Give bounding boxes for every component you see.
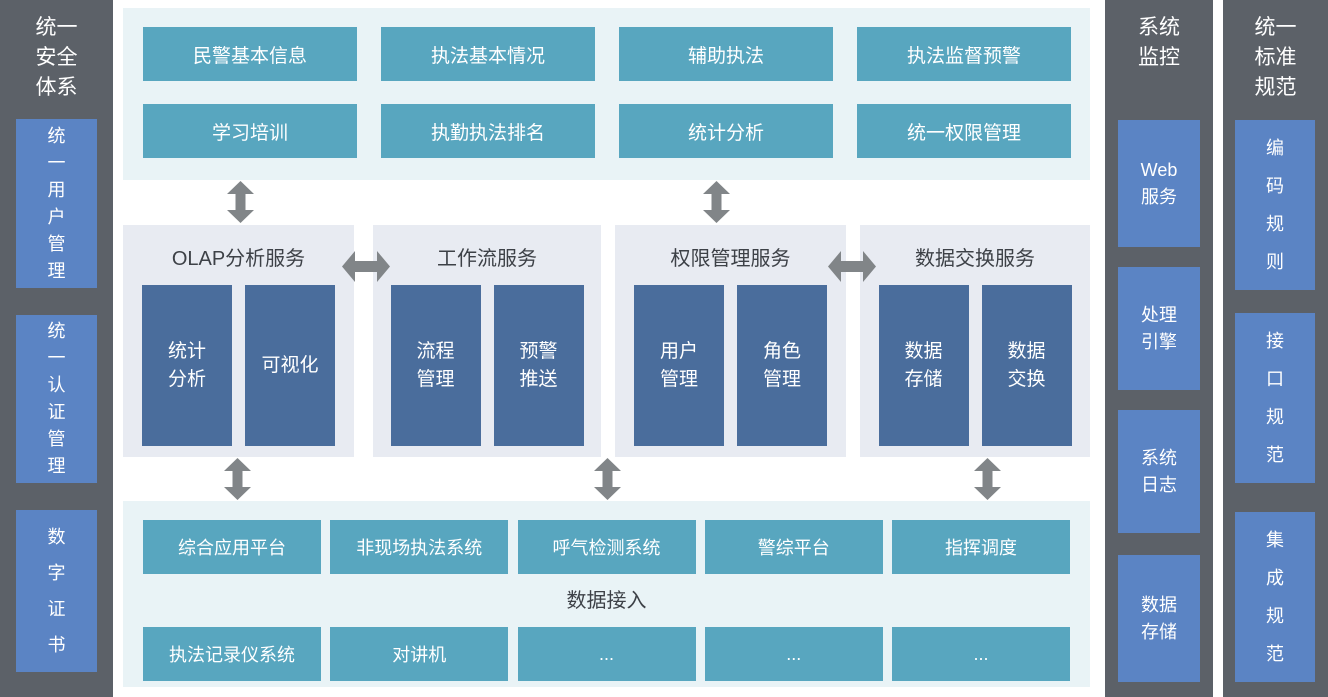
standard-column-title: 统一 标准 规范 (1254, 16, 1297, 99)
service-box: 数据 存储 (878, 285, 969, 446)
service-box: 数据 交换 (981, 285, 1072, 446)
standard-item-interface-spec: 接 口 规 范 (1235, 313, 1315, 483)
access-source-box: 综合应用平台 (143, 520, 321, 574)
data-exchange-service-panel: 数据交换服务 数据 存储 数据 交换 (860, 225, 1090, 457)
access-device-box: 执法记录仪系统 (143, 627, 321, 681)
app-module-box: 执法监督预警 (857, 27, 1071, 81)
access-source-row: 综合应用平台 非现场执法系统 呼气检测系统 警综平台 指挥调度 (123, 520, 1090, 574)
application-layer-panel: 民警基本信息 执法基本情况 辅助执法 执法监督预警 学习培训 执勤执法排名 统计… (123, 8, 1090, 180)
access-source-box: 警综平台 (704, 520, 883, 574)
vertical-double-arrow-icon (224, 458, 251, 500)
service-box: 可视化 (245, 285, 335, 446)
service-box-group: 流程 管理 预警 推送 (373, 285, 601, 446)
app-module-box: 执勤执法排名 (381, 104, 595, 158)
vertical-double-arrow-icon (594, 458, 621, 500)
access-device-box: ... (892, 627, 1070, 681)
service-panel-title: OLAP分析服务 (171, 248, 306, 270)
service-box: 用户 管理 (634, 285, 724, 446)
app-module-box: 民警基本信息 (143, 27, 357, 81)
service-box: 预警 推送 (493, 285, 584, 446)
data-access-label: 数据接入 (566, 590, 647, 612)
vertical-double-arrow-icon (974, 458, 1001, 500)
system-monitor-column: 系统 监控 Web 服务 处理 引擎 系统 日志 数据 存储 (1105, 0, 1213, 697)
standard-column: 统一 标准 规范 编 码 规 则 接 口 规 范 集 成 规 范 (1223, 0, 1328, 697)
vertical-double-arrow-icon (227, 181, 254, 223)
service-box-group: 统计 分析 可视化 (123, 285, 354, 446)
app-module-box: 执法基本情况 (381, 27, 595, 81)
access-device-row: 执法记录仪系统 对讲机 ... ... ... (123, 627, 1090, 681)
security-column-title: 统一 安全 体系 (35, 16, 78, 99)
access-source-box: 非现场执法系统 (330, 520, 509, 574)
access-device-box: ... (704, 627, 883, 681)
standard-item-coding-rules: 编 码 规 则 (1235, 120, 1315, 290)
monitor-item-processing-engine: 处理 引擎 (1118, 267, 1200, 390)
security-item-auth-management: 统 一 认 证 管 理 (16, 315, 97, 483)
permission-service-panel: 权限管理服务 用户 管理 角色 管理 (615, 225, 846, 457)
system-monitor-title: 系统 监控 (1138, 16, 1180, 69)
security-item-digital-cert: 数 字 证 书 (16, 510, 97, 672)
monitor-item-web-service: Web 服务 (1118, 120, 1200, 247)
access-device-box: 对讲机 (330, 627, 509, 681)
service-box: 角色 管理 (737, 285, 827, 446)
horizontal-double-arrow-icon (828, 251, 876, 282)
vertical-double-arrow-icon (703, 181, 730, 223)
monitor-item-system-log: 系统 日志 (1118, 410, 1200, 533)
security-column: 统一 安全 体系 统 一 用 户 管 理 统 一 认 证 管 理 数 字 证 书 (0, 0, 113, 697)
app-module-box: 统一权限管理 (857, 104, 1071, 158)
workflow-service-panel: 工作流服务 流程 管理 预警 推送 (373, 225, 601, 457)
service-box-group: 用户 管理 角色 管理 (615, 285, 846, 446)
access-device-box: ... (517, 627, 696, 681)
service-panel-title: 工作流服务 (437, 248, 537, 270)
service-panel-title: 权限管理服务 (670, 248, 791, 270)
service-box-group: 数据 存储 数据 交换 (860, 285, 1090, 446)
monitor-item-data-storage: 数据 存储 (1118, 555, 1200, 682)
service-box: 流程 管理 (390, 285, 481, 446)
olap-service-panel: OLAP分析服务 统计 分析 可视化 (123, 225, 354, 457)
app-module-box: 辅助执法 (619, 27, 833, 81)
app-module-box: 统计分析 (619, 104, 833, 158)
access-source-box: 呼气检测系统 (517, 520, 696, 574)
data-access-panel: 综合应用平台 非现场执法系统 呼气检测系统 警综平台 指挥调度 数据接入 执法记… (123, 501, 1090, 687)
standard-item-integration-spec: 集 成 规 范 (1235, 512, 1315, 682)
service-panel-title: 数据交换服务 (915, 248, 1035, 270)
horizontal-double-arrow-icon (342, 251, 390, 282)
app-module-box: 学习培训 (143, 104, 357, 158)
security-item-user-management: 统 一 用 户 管 理 (16, 119, 97, 288)
access-source-box: 指挥调度 (892, 520, 1070, 574)
service-box: 统计 分析 (142, 285, 232, 446)
